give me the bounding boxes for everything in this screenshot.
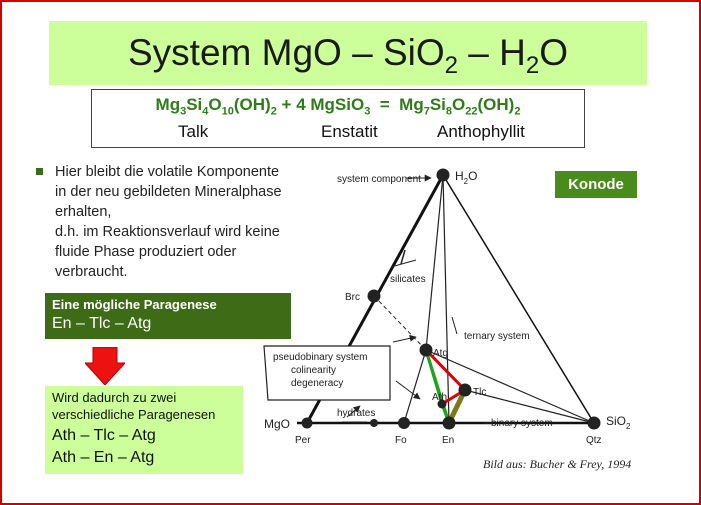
- formula-text: + 4 MgSiO: [276, 95, 365, 114]
- title-suffix: O: [539, 32, 568, 73]
- point-hydrate: [370, 419, 378, 427]
- mineral-name-talk: Talk: [178, 122, 209, 141]
- point-mgo: [301, 417, 313, 429]
- bullet-line: Hier bleibt die volatile Komponente: [55, 164, 280, 180]
- label-en: En: [442, 435, 454, 446]
- label-silicates: silicates: [390, 274, 426, 285]
- title-prefix: System MgO – SiO: [128, 32, 445, 73]
- formula-text: (OH): [477, 95, 515, 114]
- dashed-brc-atg: [373, 295, 427, 351]
- bullet-line: in der neu gebildeten Mineralphase: [55, 184, 282, 200]
- bullet-square: [36, 168, 43, 175]
- down-arrow-icon: [85, 347, 125, 385]
- formula-subscript: 4: [202, 105, 209, 118]
- result-box: Wird dadurch zu zwei verschiedliche Para…: [45, 386, 243, 474]
- label-sio2: SiO2: [606, 414, 631, 431]
- label-atg: Atg: [433, 348, 448, 359]
- result-option-2: Ath – En – Atg: [52, 449, 155, 466]
- formula-text: O: [452, 95, 466, 114]
- konode-line-atg-ath: [424, 349, 444, 405]
- point-fo: [398, 417, 410, 429]
- silicates-bracket: [390, 259, 417, 268]
- bullet-line: fluide Phase produziert oder: [55, 244, 237, 260]
- label-pseudobinary-1: pseudobinary system: [273, 352, 368, 363]
- formula-text: (OH): [233, 95, 271, 114]
- point-atg: [419, 343, 433, 357]
- image-credit: Bild aus: Bucher & Frey, 1994: [483, 457, 632, 471]
- formula-subscript: 7: [423, 105, 430, 118]
- formula-subscript: 22: [465, 105, 478, 118]
- pseudobinary-box: [263, 345, 391, 401]
- label-ath: Ath: [432, 392, 447, 403]
- paragenesis-box: Eine mögliche Paragenese En – Tlc – Atg: [45, 293, 291, 339]
- formula-text: = Mg: [370, 95, 424, 114]
- label-per: Per: [295, 435, 311, 446]
- mineral-name-enstatit: Enstatit: [321, 122, 378, 141]
- formula-subscript: 8: [445, 105, 453, 118]
- label-system-component: system component: [337, 174, 421, 185]
- tie-atg-qtz: [425, 349, 595, 424]
- konode-line-atg-tlc: [424, 348, 467, 392]
- label-mgo: MgO: [264, 417, 290, 431]
- label-fo: Fo: [395, 435, 407, 446]
- formula-text: Si: [429, 95, 446, 114]
- formula-text: O: [208, 95, 222, 114]
- title-mid: – H: [458, 32, 526, 73]
- label-tlc: Tlc: [473, 387, 486, 398]
- pointer-ternary: [451, 316, 458, 335]
- label-binary-system: binary system: [491, 418, 553, 429]
- tie-tlc-qtz: [464, 389, 595, 424]
- edge-h2o-sio2: [442, 174, 595, 424]
- bullet-line: verbraucht.: [55, 264, 128, 280]
- formula-text: Si: [186, 95, 203, 114]
- tie-atg-fo: [403, 349, 427, 424]
- formula-subscript: 3: [364, 105, 371, 118]
- point-ath: [437, 399, 447, 409]
- label-brc: Brc: [345, 292, 360, 303]
- paragenesis-heading: Eine mögliche Paragenese: [52, 297, 217, 312]
- label-ternary-system: ternary system: [464, 331, 530, 342]
- point-brc: [367, 289, 381, 303]
- label-h2o: H2O: [455, 169, 477, 186]
- label-qtz: Qtz: [586, 435, 602, 446]
- point-en: [442, 416, 456, 430]
- bullet-text: Hier bleibt die volatile Komponente in d…: [55, 162, 335, 282]
- formula-subscript: 2: [270, 105, 277, 118]
- paragenesis-value: En – Tlc – Atg: [52, 315, 152, 332]
- formula-text: Mg: [155, 95, 181, 114]
- formula-subscript: 3: [180, 105, 187, 118]
- point-qtz: [587, 416, 601, 430]
- bullet-line: d.h. im Reaktionsverlauf wird keine: [55, 224, 280, 240]
- label-hydrates: hydrates: [337, 408, 375, 419]
- pointer-colinearity: [395, 380, 421, 400]
- reaction-formula: Mg3Si4O10(OH)2 + 4 MgSiO3 = Mg7Si8O22(OH…: [92, 95, 584, 117]
- point-h2o: [436, 168, 450, 182]
- slide-title: System MgO – SiO2 – H2O: [49, 21, 647, 85]
- pointer-pseudobinary: [392, 334, 417, 343]
- result-option-1: Ath – Tlc – Atg: [52, 427, 156, 444]
- label-pseudobinary-3: degeneracy: [291, 378, 343, 389]
- formula-subscript: 10: [221, 105, 234, 118]
- title-banner: System MgO – SiO2 – H2O: [49, 21, 647, 85]
- point-tlc: [458, 383, 472, 397]
- label-pseudobinary-2: colinearity: [291, 365, 336, 376]
- title-sub-2: 2: [525, 52, 540, 79]
- pointer-hydrates: [346, 405, 361, 418]
- reaction-equation-box: Mg3Si4O10(OH)2 + 4 MgSiO3 = Mg7Si8O22(OH…: [91, 89, 585, 148]
- mineral-name-anthophyllit: Anthophyllit: [437, 122, 525, 141]
- title-sub-1: 2: [444, 52, 458, 79]
- result-heading-line-1: Wird dadurch zu zwei: [52, 390, 177, 405]
- tie-h2o-atg: [425, 174, 444, 351]
- tie-h2o-en: [442, 174, 450, 424]
- silicates-tick: [400, 249, 406, 265]
- formula-subscript: 2: [514, 105, 521, 118]
- bullet-line: erhalten,: [55, 204, 112, 220]
- konode-label: Konode: [555, 171, 637, 198]
- result-heading-line-2: verschiedliche Paragenesen: [52, 407, 216, 422]
